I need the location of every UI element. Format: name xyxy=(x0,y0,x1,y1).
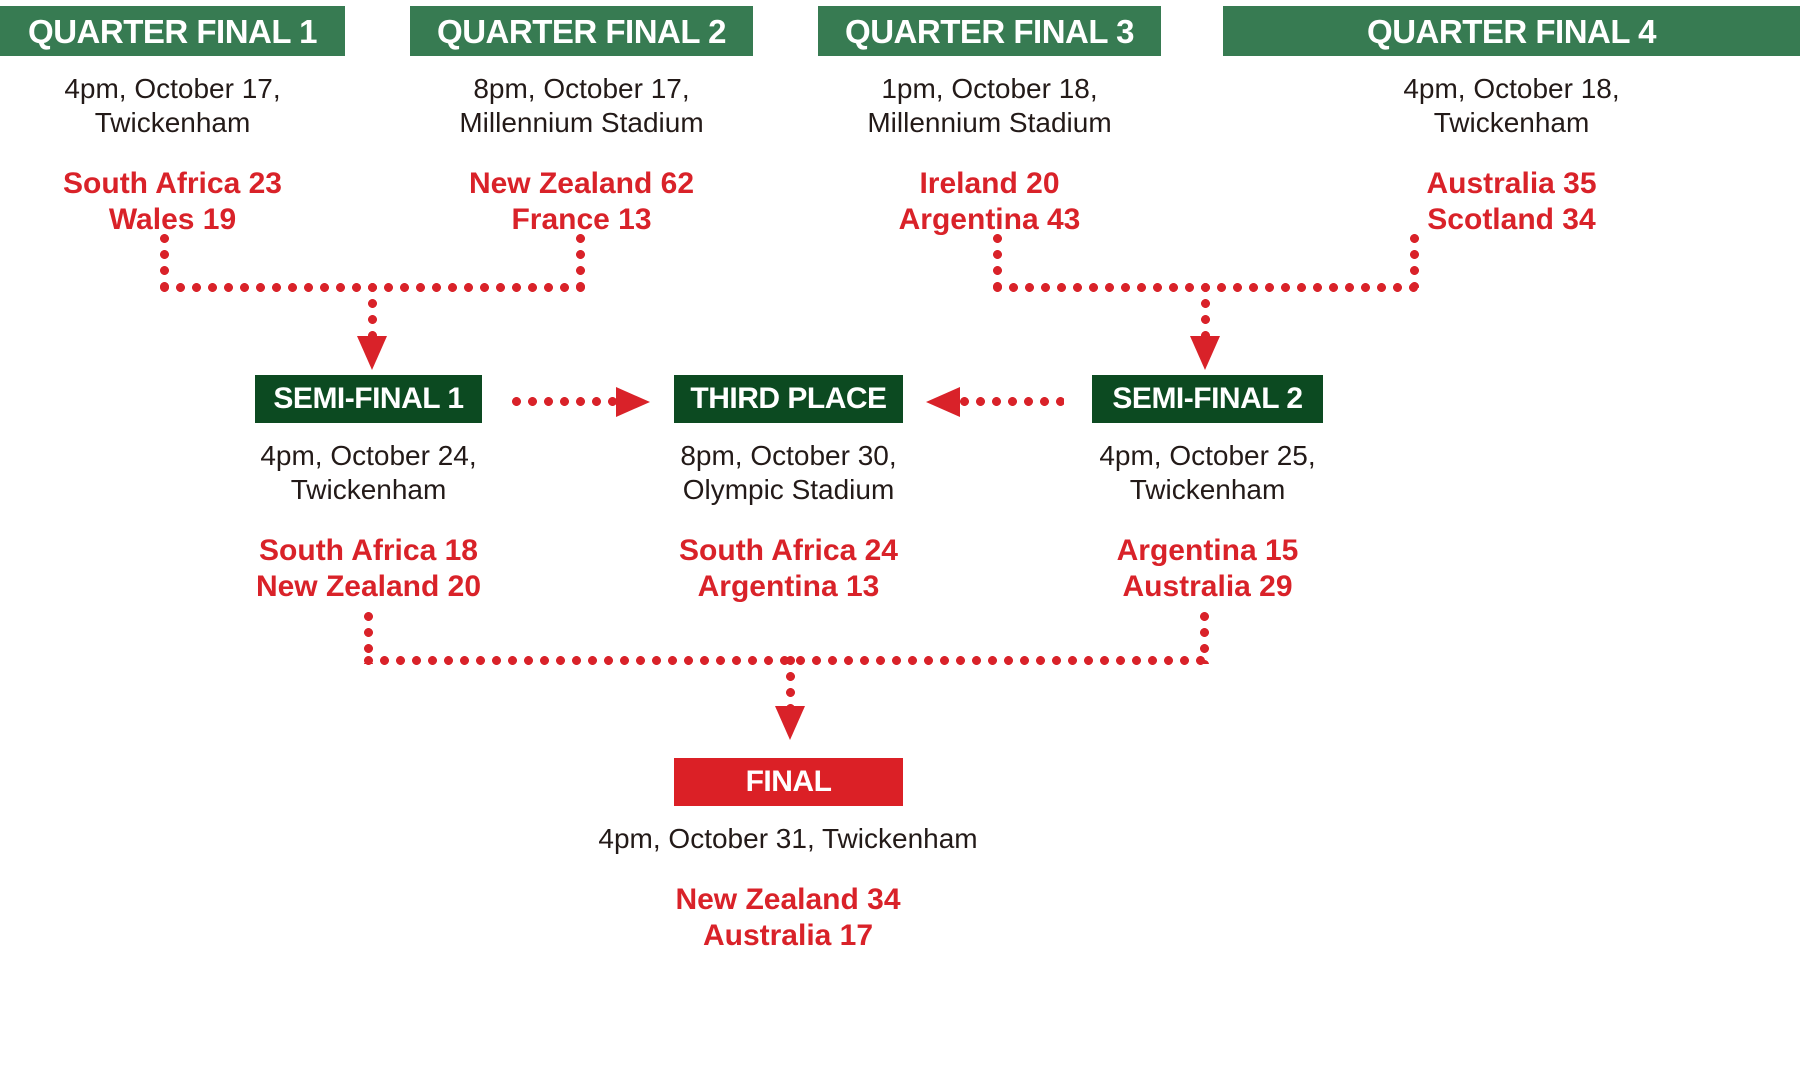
match-final[interactable]: FINAL 4pm, October 31, Twickenham New Ze… xyxy=(598,758,978,953)
semi-final-2-header: SEMI-FINAL 2 xyxy=(1092,375,1323,423)
quarter-final-4-header: QUARTER FINAL 4 xyxy=(1223,6,1800,56)
third-place-info: 8pm, October 30, Olympic Stadium xyxy=(680,440,897,506)
connector-sf1-to-third-place xyxy=(512,397,616,406)
connector-sf2-to-third-place xyxy=(960,397,1064,406)
connector-to-semi-final-2 xyxy=(1201,283,1210,345)
quarter-final-4-score: Australia 35 Scotland 34 xyxy=(1426,167,1597,236)
connector-sf2-down-to-final xyxy=(1200,612,1209,664)
arrow-to-semi-final-1-icon xyxy=(357,336,387,370)
match-quarter-final-2[interactable]: QUARTER FINAL 2 8pm, October 17, Millenn… xyxy=(410,6,753,237)
quarter-final-2-score: New Zealand 62 France 13 xyxy=(468,167,695,236)
quarter-final-1-info: 4pm, October 17, Twickenham xyxy=(64,73,281,139)
quarter-final-3-score: Ireland 20 Argentina 43 xyxy=(898,167,1081,236)
final-info: 4pm, October 31, Twickenham xyxy=(598,823,978,854)
connector-qf4-down xyxy=(1410,234,1419,288)
connector-to-final xyxy=(786,656,795,714)
quarter-final-2-info: 8pm, October 17, Millennium Stadium xyxy=(459,73,704,139)
semi-final-1-score: South Africa 18 New Zealand 20 xyxy=(255,534,482,603)
match-semi-final-2[interactable]: SEMI-FINAL 2 4pm, October 25, Twickenham… xyxy=(1092,375,1323,604)
match-quarter-final-4[interactable]: QUARTER FINAL 4 4pm, October 18, Twicken… xyxy=(1223,6,1800,237)
connector-qf3-qf4-horizontal xyxy=(993,283,1418,292)
arrow-to-semi-final-2-icon xyxy=(1190,336,1220,370)
third-place-score: South Africa 24 Argentina 13 xyxy=(679,534,898,603)
quarter-final-3-header: QUARTER FINAL 3 xyxy=(818,6,1161,56)
semi-final-1-info: 4pm, October 24, Twickenham xyxy=(260,440,477,506)
semi-final-2-score: Argentina 15 Australia 29 xyxy=(1116,534,1299,603)
match-quarter-final-3[interactable]: QUARTER FINAL 3 1pm, October 18, Millenn… xyxy=(818,6,1161,237)
match-third-place[interactable]: THIRD PLACE 8pm, October 30, Olympic Sta… xyxy=(674,375,903,604)
third-place-header: THIRD PLACE xyxy=(674,375,903,423)
semi-final-1-header: SEMI-FINAL 1 xyxy=(255,375,482,423)
connector-qf1-qf2-horizontal xyxy=(160,283,585,292)
final-header: FINAL xyxy=(674,758,903,806)
quarter-final-1-header: QUARTER FINAL 1 xyxy=(0,6,345,56)
connector-to-semi-final-1 xyxy=(368,283,377,345)
final-score: New Zealand 34 Australia 17 xyxy=(675,883,901,952)
arrow-to-third-place-right-icon xyxy=(926,387,960,417)
arrow-to-third-place-left-icon xyxy=(616,387,650,417)
quarter-final-4-info: 4pm, October 18, Twickenham xyxy=(1403,73,1620,139)
quarter-final-2-header: QUARTER FINAL 2 xyxy=(410,6,753,56)
connector-qf2-down xyxy=(576,234,585,288)
quarter-final-1-score: South Africa 23 Wales 19 xyxy=(63,167,282,236)
connector-sf1-down-to-final xyxy=(364,612,373,664)
connector-final-horizontal xyxy=(364,656,1209,665)
match-semi-final-1[interactable]: SEMI-FINAL 1 4pm, October 24, Twickenham… xyxy=(255,375,482,604)
connector-qf3-down xyxy=(993,234,1002,288)
quarter-final-3-info: 1pm, October 18, Millennium Stadium xyxy=(867,73,1112,139)
arrow-to-final-icon xyxy=(775,706,805,740)
match-quarter-final-1[interactable]: QUARTER FINAL 1 4pm, October 17, Twicken… xyxy=(0,6,345,237)
connector-qf1-down xyxy=(160,234,169,288)
semi-final-2-info: 4pm, October 25, Twickenham xyxy=(1099,440,1316,506)
